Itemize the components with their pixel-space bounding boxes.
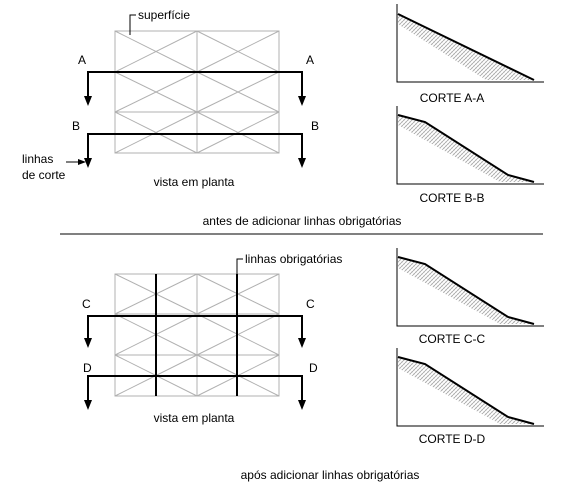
cut-a-right-label: A bbox=[306, 53, 314, 67]
cut-d-left-label: D bbox=[83, 361, 92, 375]
cut-d-right-label: D bbox=[309, 361, 318, 375]
bottom-plan-view: linhas obrigatórias C C D D vista em pla… bbox=[82, 252, 342, 425]
top-caption: antes de adicionar linhas obrigatórias bbox=[203, 214, 402, 228]
section-d-surface-line bbox=[397, 356, 535, 425]
section-d-frame bbox=[396, 348, 544, 427]
cut-line-c bbox=[87, 315, 303, 343]
section-b-b: CORTE B-B bbox=[396, 106, 544, 205]
section-a-frame bbox=[396, 4, 544, 83]
surface-label: superfície bbox=[138, 8, 190, 22]
top-plan-view: superfície A A B B linhas de corte vista… bbox=[22, 8, 319, 189]
cut-a-left-label: A bbox=[78, 53, 86, 67]
section-c-caption: CORTE C-C bbox=[419, 332, 486, 346]
section-a-caption: CORTE A-A bbox=[420, 91, 484, 105]
section-d-d: CORTE D-D bbox=[396, 348, 544, 446]
cut-line-label-line2: de corte bbox=[22, 168, 66, 182]
cut-b-left-arrow bbox=[84, 158, 92, 168]
cut-c-right-label: C bbox=[306, 297, 315, 311]
cut-d-left-arrow bbox=[84, 400, 92, 410]
surface-leader-line bbox=[129, 14, 136, 35]
top-surface-grid bbox=[114, 30, 280, 154]
section-a-a: CORTE A-A bbox=[396, 4, 544, 105]
cut-a-right-arrow bbox=[298, 96, 306, 106]
cut-line-a bbox=[87, 71, 303, 101]
section-c-frame bbox=[396, 248, 544, 327]
cut-line-b bbox=[87, 133, 303, 163]
cut-b-right-label: B bbox=[311, 119, 319, 133]
section-a-surface-line bbox=[397, 13, 535, 81]
cut-c-right-arrow bbox=[298, 338, 306, 348]
section-c-c: CORTE C-C bbox=[396, 248, 544, 346]
cut-d-right-arrow bbox=[298, 400, 306, 410]
section-b-frame bbox=[396, 106, 544, 185]
section-b-surface-line bbox=[397, 114, 535, 183]
cut-line-d bbox=[87, 375, 303, 405]
cut-b-left-label: B bbox=[72, 119, 80, 133]
bottom-surface-grid bbox=[114, 273, 280, 397]
breakline-label: linhas obrigatórias bbox=[245, 252, 342, 266]
cut-a-left-arrow bbox=[84, 96, 92, 106]
section-d-caption: CORTE D-D bbox=[419, 432, 486, 446]
cut-line-label-line1: linhas bbox=[22, 152, 53, 166]
cut-c-left-label: C bbox=[82, 297, 91, 311]
cut-line-leader-arrow bbox=[78, 159, 86, 165]
cut-b-right-arrow bbox=[298, 158, 306, 168]
breakline-leader-line bbox=[236, 258, 243, 279]
section-b-caption: CORTE B-B bbox=[419, 191, 484, 205]
section-c-surface-line bbox=[397, 256, 535, 325]
bottom-caption: após adicionar linhas obrigatórias bbox=[241, 468, 420, 482]
cut-c-left-arrow bbox=[84, 338, 92, 348]
top-plan-caption: vista em planta bbox=[154, 175, 235, 189]
bottom-plan-caption: vista em planta bbox=[154, 411, 235, 425]
